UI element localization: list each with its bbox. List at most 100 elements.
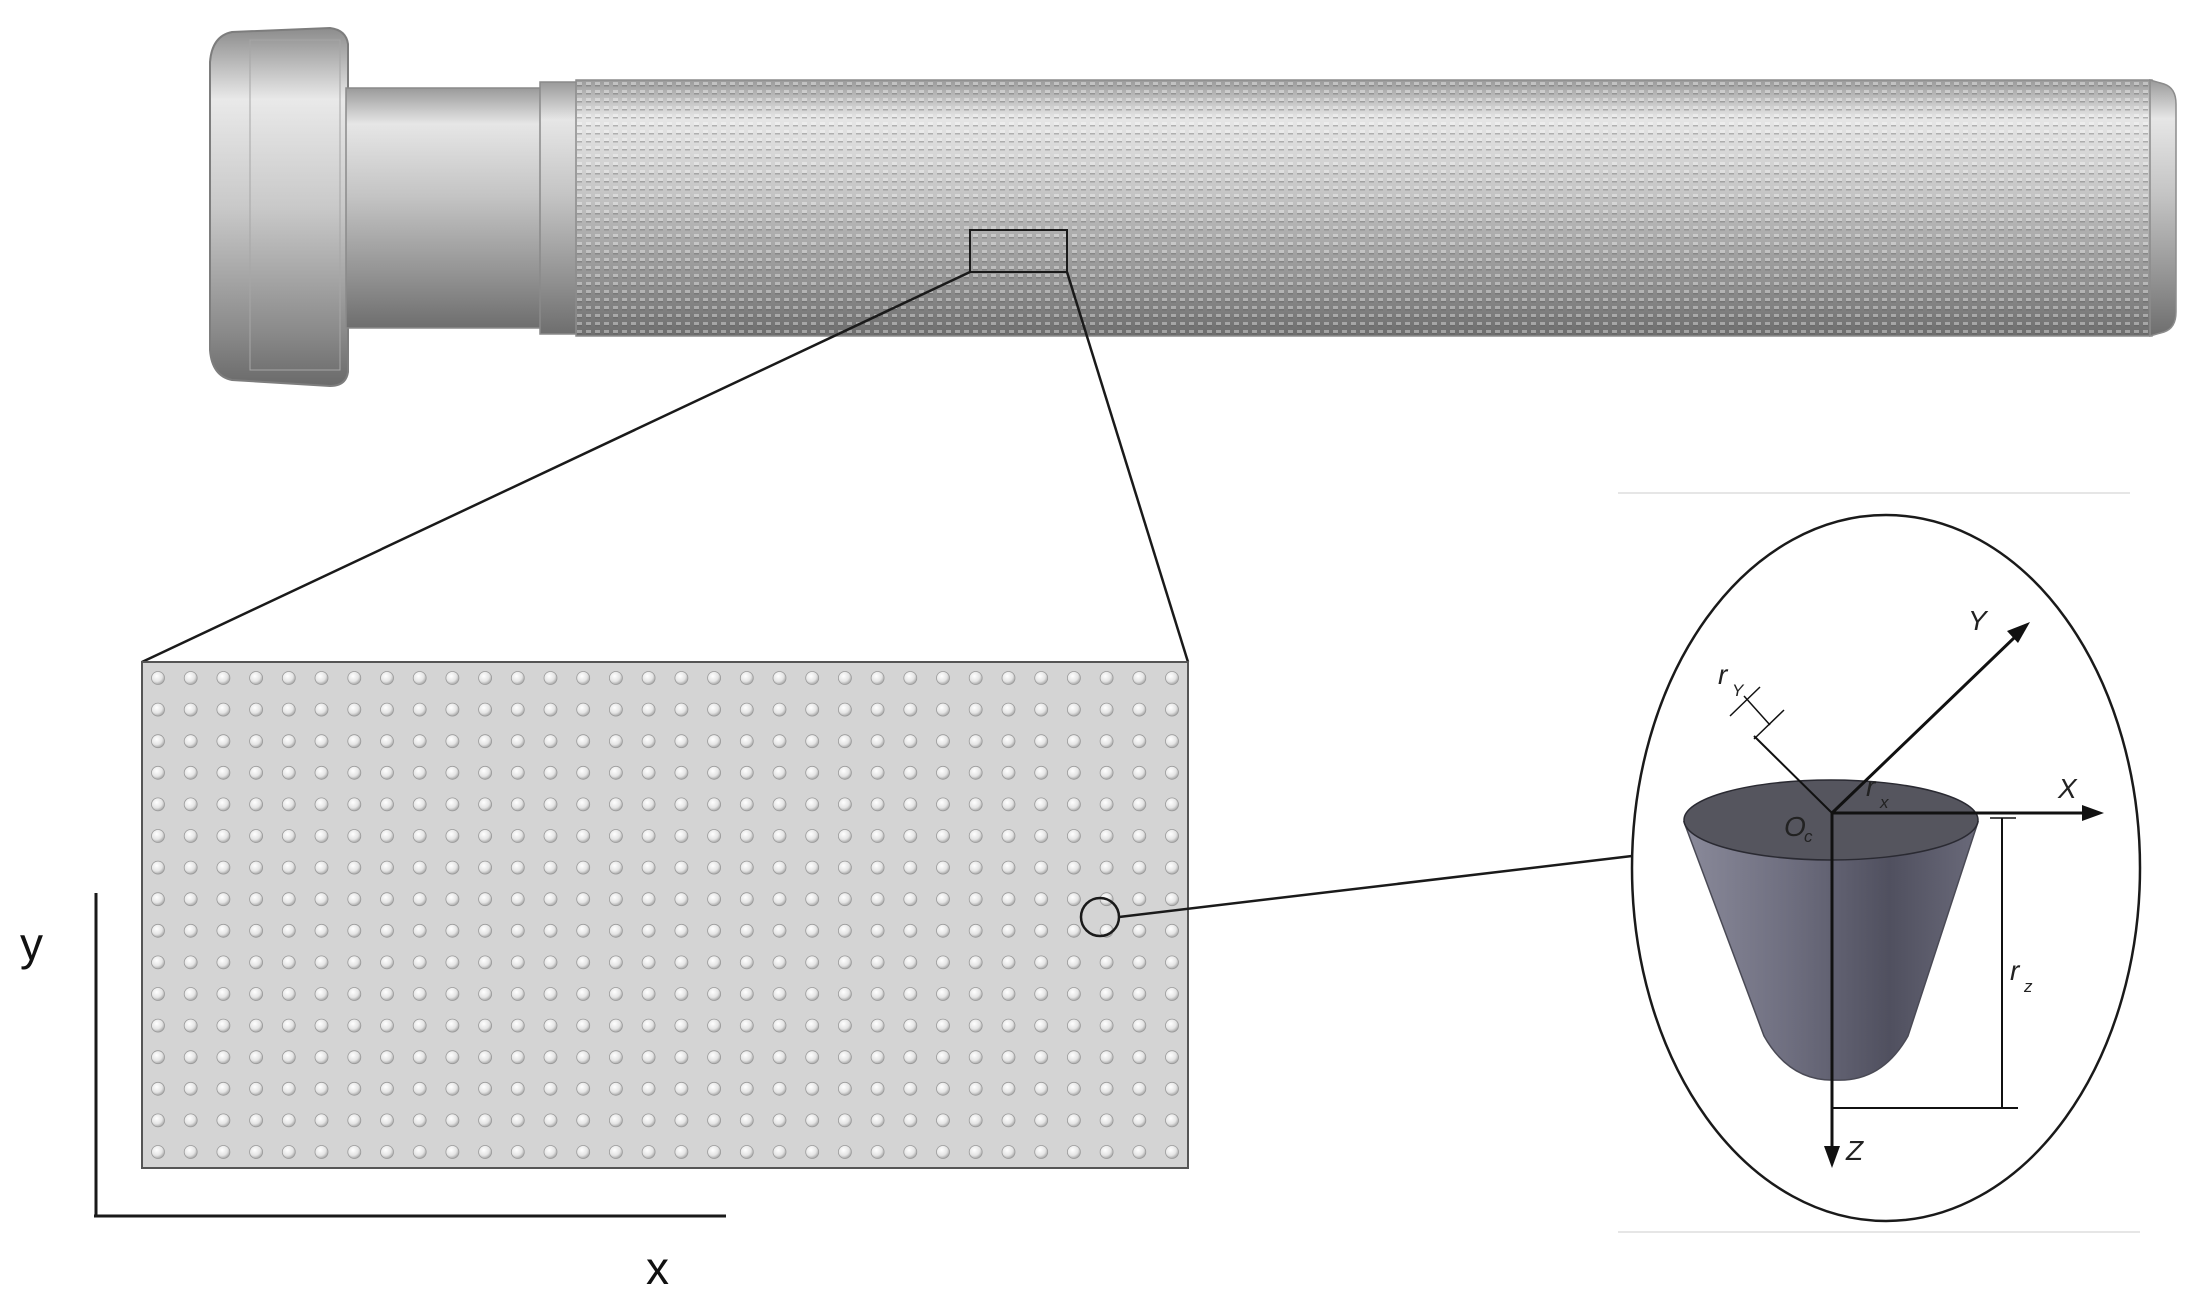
dimple — [1132, 860, 1147, 875]
dimple — [510, 797, 525, 812]
dimple — [380, 702, 394, 717]
dimple — [838, 671, 852, 685]
dimple — [772, 1018, 787, 1033]
dimple — [609, 1145, 623, 1159]
dimple — [641, 1018, 656, 1033]
dimple — [772, 1113, 787, 1128]
dimple — [641, 1145, 656, 1159]
dimple — [707, 1081, 721, 1096]
dimple — [870, 734, 885, 749]
dimple — [1067, 987, 1081, 1001]
dimple — [1165, 1113, 1179, 1128]
dimple — [1034, 1081, 1049, 1096]
dimple — [1034, 765, 1049, 780]
rz-subscript: z — [2023, 977, 2033, 996]
dimple — [347, 1113, 362, 1128]
dimple — [772, 1081, 787, 1096]
dimple — [478, 892, 493, 907]
dimple — [936, 797, 950, 812]
dimple — [739, 829, 754, 843]
dimple — [903, 797, 918, 812]
dimple — [380, 797, 394, 812]
dimple — [183, 765, 198, 780]
dimple — [739, 955, 754, 970]
dimple — [412, 987, 427, 1001]
dimple — [1001, 1113, 1016, 1128]
dimple — [314, 923, 329, 938]
dimple — [641, 892, 656, 907]
dimple — [609, 671, 623, 685]
dimple — [216, 829, 231, 843]
dimple — [478, 797, 493, 812]
dimple — [249, 987, 264, 1001]
dimple — [968, 829, 983, 843]
dimple — [183, 923, 198, 938]
dimple — [249, 1050, 264, 1065]
dimple — [1067, 923, 1081, 938]
dimple — [347, 1018, 362, 1033]
dimple — [1067, 1018, 1081, 1033]
dimple — [1067, 702, 1081, 717]
dimple — [183, 892, 198, 907]
dimple — [674, 1018, 689, 1033]
dimple — [478, 1113, 493, 1128]
dimple — [674, 734, 689, 749]
dimple — [739, 671, 754, 685]
dimple — [314, 1050, 329, 1065]
dimple — [838, 955, 852, 970]
dimple — [707, 797, 721, 812]
dimple — [412, 1050, 427, 1065]
dimple — [838, 923, 852, 938]
dimple — [1067, 1050, 1081, 1065]
dimple — [1132, 671, 1147, 685]
dimple — [412, 1145, 427, 1159]
dimple — [1067, 955, 1081, 970]
dimple — [1099, 829, 1114, 843]
dimple — [903, 987, 918, 1001]
dimple — [903, 671, 918, 685]
dimple — [707, 1050, 721, 1065]
axis-X-label: X — [2057, 773, 2078, 804]
dimple — [281, 765, 296, 780]
dimple — [838, 987, 852, 1001]
dimple — [936, 702, 950, 717]
dimple — [1132, 1081, 1147, 1096]
dimple — [641, 671, 656, 685]
dimple — [870, 1018, 885, 1033]
dimple — [838, 1050, 852, 1065]
dimple — [412, 1018, 427, 1033]
dimple — [870, 1050, 885, 1065]
dimple — [936, 1145, 950, 1159]
dimple — [576, 955, 591, 970]
dimple — [510, 765, 525, 780]
dimple — [870, 987, 885, 1001]
dimple — [445, 1113, 460, 1128]
dimple — [968, 1145, 983, 1159]
dimple — [510, 923, 525, 938]
dimple — [870, 765, 885, 780]
dimple — [1001, 734, 1016, 749]
dimple — [1165, 829, 1179, 843]
dimple — [707, 671, 721, 685]
dimple — [641, 765, 656, 780]
dimple — [936, 955, 950, 970]
dimple — [1099, 955, 1114, 970]
dimple — [1099, 765, 1114, 780]
origin-subscript: c — [1804, 827, 1813, 846]
dimple — [249, 955, 264, 970]
dimple — [445, 955, 460, 970]
dimple — [281, 923, 296, 938]
dimple — [216, 734, 231, 749]
dimple — [183, 734, 198, 749]
dimple — [641, 734, 656, 749]
dimple — [838, 1018, 852, 1033]
dimple — [707, 892, 721, 907]
dimple — [936, 892, 950, 907]
dimple — [870, 797, 885, 812]
dimple — [347, 955, 362, 970]
dimple — [314, 1145, 329, 1159]
dimple — [478, 1018, 493, 1033]
dimple — [870, 892, 885, 907]
dimple — [543, 829, 558, 843]
dimple — [1067, 1081, 1081, 1096]
